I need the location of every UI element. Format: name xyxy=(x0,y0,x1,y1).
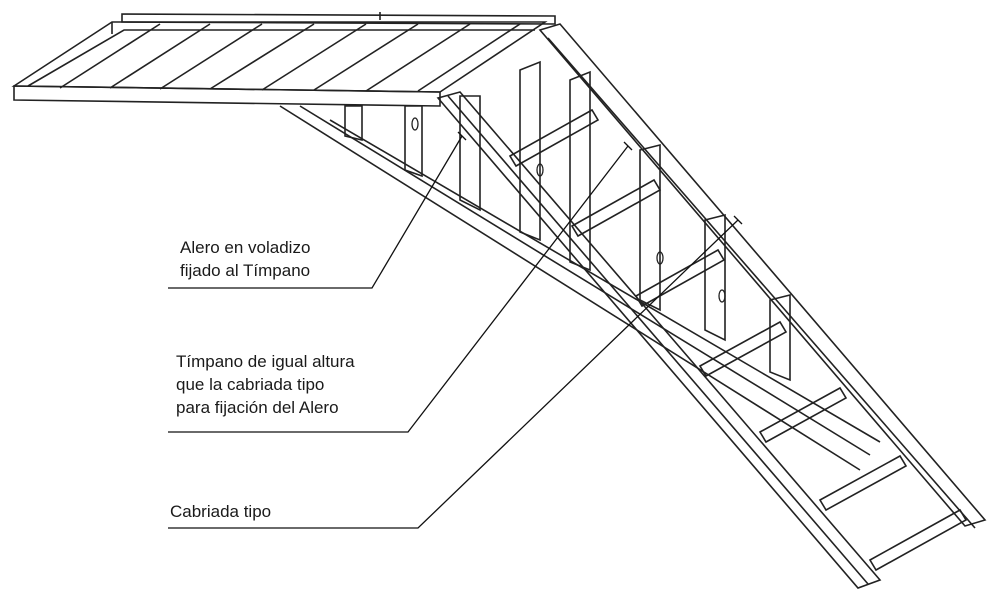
label-leader-lines xyxy=(168,131,743,529)
leader-timpano xyxy=(168,145,629,433)
label-timpano-line2: que la cabriada tipo xyxy=(176,375,325,394)
label-cabriada-line1: Cabriada tipo xyxy=(170,502,272,521)
leader-alero xyxy=(168,135,463,289)
truss-bottom-chord xyxy=(279,105,881,471)
label-timpano-line1: Tímpano de igual altura xyxy=(176,352,355,371)
eave-overhang-frame xyxy=(11,12,556,107)
label-cabriada: Cabriada tipo xyxy=(170,500,271,523)
label-alero: Alero en voladizo fijado al Tímpano xyxy=(180,236,310,282)
stud-holes xyxy=(411,117,726,303)
gable-studs xyxy=(344,60,791,382)
label-alero-line2: fijado al Tímpano xyxy=(180,261,311,280)
label-timpano-line3: para fijación del Alero xyxy=(176,398,339,417)
leader-cabriada xyxy=(168,219,739,529)
label-alero-line1: Alero en voladizo xyxy=(180,238,311,257)
label-timpano: Tímpano de igual altura que la cabriada … xyxy=(176,350,355,419)
